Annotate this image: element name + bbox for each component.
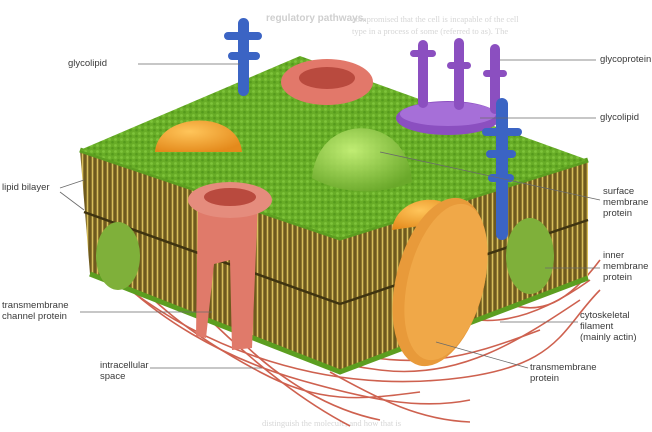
label-lipid-bilayer: lipid bilayer [2, 182, 50, 193]
label-inner-membrane-protein: inner membrane protein [603, 250, 648, 283]
inner-membrane-protein-left [96, 222, 140, 290]
label-glycolipid: glycolipid [68, 58, 107, 69]
label-transmembrane-protein: transmembrane protein [530, 362, 597, 384]
label-surface-membrane-protein: surface membrane protein [603, 186, 648, 219]
label-transmembrane-channel-protein: transmembrane channel protein [2, 300, 69, 322]
glycoprotein-chains [410, 38, 507, 114]
label-glycoprotein: glycoprotein [600, 54, 651, 65]
label-intracellular-space: intracellular space [100, 360, 149, 382]
label-cytoskeletal-filament: cytoskeletal filament (mainly actin) [580, 310, 637, 343]
inner-membrane-protein [506, 218, 554, 294]
label-glycolipid-right: glycolipid [600, 112, 639, 123]
